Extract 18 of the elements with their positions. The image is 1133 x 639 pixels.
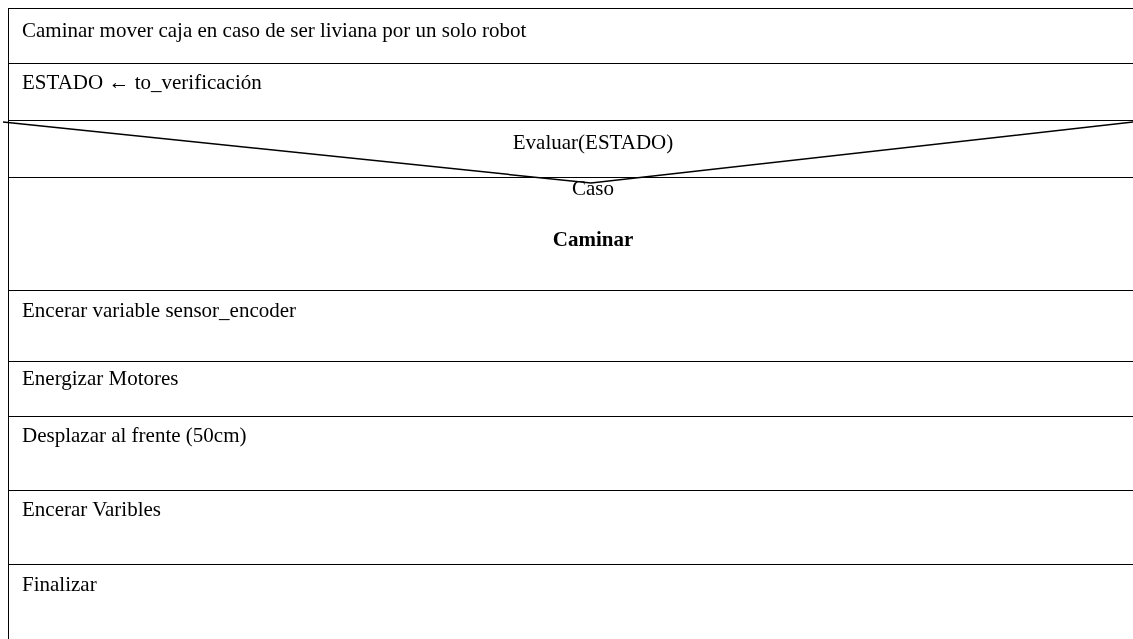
process-row	[8, 416, 1133, 490]
step-text: Caminar mover caja en caso de ser liviana por un solo robot	[22, 19, 527, 43]
step-text: Desplazar al frente (50cm)	[22, 424, 247, 448]
process-row	[8, 490, 1133, 564]
process-row	[8, 564, 1133, 639]
step-text: Finalizar	[22, 573, 97, 597]
condition-text: Evaluar(ESTADO)	[512, 131, 674, 155]
case-label: Caso	[572, 177, 614, 201]
process-row	[8, 290, 1133, 361]
step-text: Energizar Motores	[22, 367, 179, 391]
step-text: Encerar variable sensor_encoder	[22, 299, 296, 323]
case-row	[8, 177, 1133, 290]
process-row	[8, 361, 1133, 416]
process-row	[8, 63, 1133, 120]
process-row	[8, 8, 1133, 63]
step-text: Encerar Varibles	[22, 498, 161, 522]
step-text: ESTADO ← to_verificación	[22, 71, 262, 95]
case-value: Caminar	[552, 228, 634, 252]
